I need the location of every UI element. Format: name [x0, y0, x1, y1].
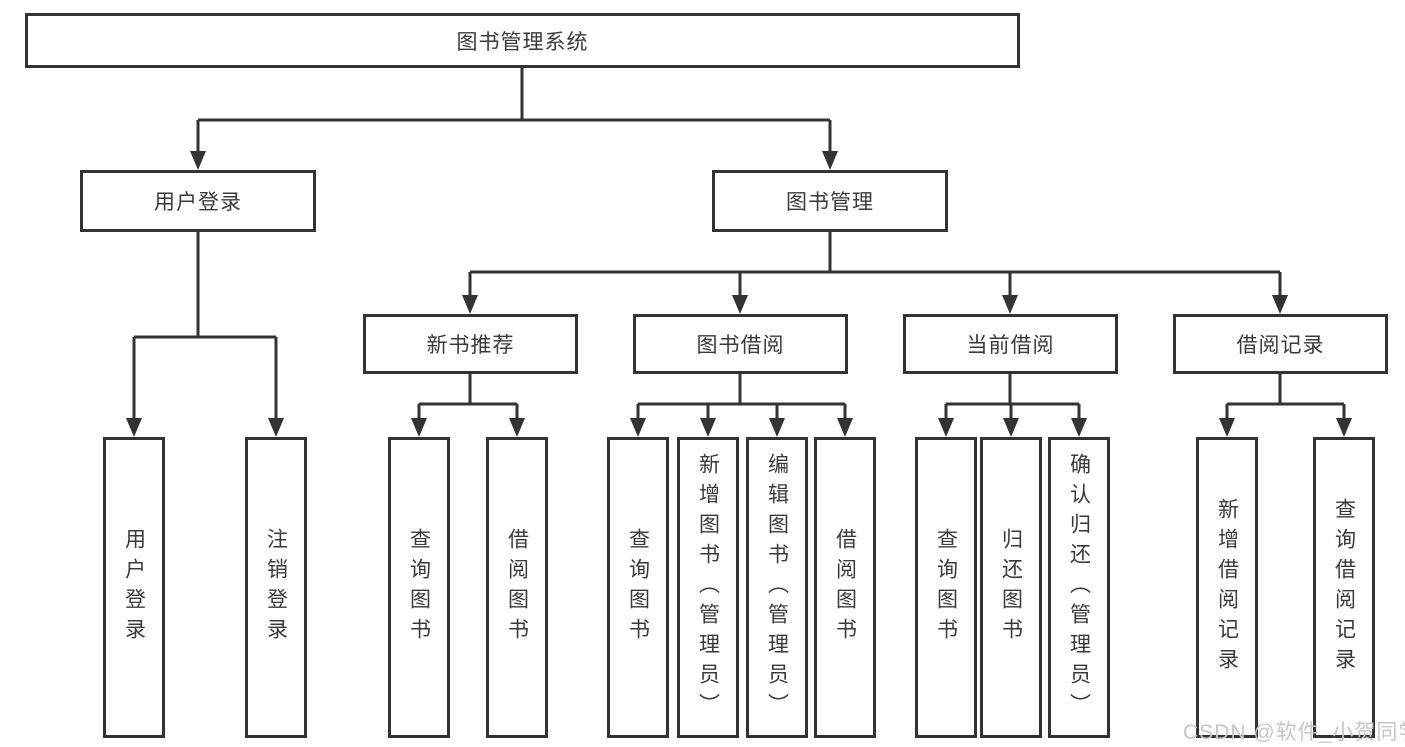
watermark: CSDN @软件_小贺同学: [1183, 721, 1405, 744]
leaf-query-books-borrowing-label: 查询图书: [626, 527, 650, 648]
node-user-login: 用户登录: [80, 170, 316, 232]
leaf-add-borrow-record-label: 新增借阅记录: [1215, 497, 1239, 678]
leaf-borrow-books-borrowing-label: 借阅图书: [833, 527, 857, 648]
leaf-return-books-label: 归还图书: [999, 527, 1023, 648]
node-current-borrowing-label: 当前借阅: [966, 334, 1055, 357]
node-borrowing-records-label: 借阅记录: [1236, 334, 1325, 357]
leaf-query-books-newrec: 查询图书: [388, 437, 450, 738]
node-book-management-label: 图书管理: [786, 191, 874, 214]
leaf-confirm-return-admin: 确认归还（管理员）: [1048, 437, 1110, 738]
leaf-query-borrow-record: 查询借阅记录: [1313, 437, 1375, 738]
node-new-book-recommend: 新书推荐: [363, 314, 578, 374]
node-borrowing-records: 借阅记录: [1173, 314, 1388, 374]
leaf-borrow-books-borrowing: 借阅图书: [814, 437, 876, 738]
leaf-query-books-newrec-label: 查询图书: [407, 527, 431, 648]
leaf-return-books: 归还图书: [980, 437, 1042, 738]
node-book-borrowing: 图书借阅: [633, 314, 848, 374]
leaf-edit-book-admin: 编辑图书（管理员）: [746, 437, 808, 738]
connector-root-to-level2: [190, 68, 838, 170]
connector-current-to-leaves: [938, 374, 1087, 437]
connector-borrowing-to-leaves: [630, 374, 853, 437]
connector-book-mgmt-to-level3: [462, 232, 1288, 314]
leaf-add-book-admin-label: 新增图书（管理员）: [696, 452, 720, 723]
leaf-add-book-admin: 新增图书（管理员）: [677, 437, 739, 738]
leaf-borrow-books-newrec: 借阅图书: [486, 437, 548, 738]
leaf-edit-book-admin-label: 编辑图书（管理员）: [765, 452, 789, 723]
node-current-borrowing: 当前借阅: [903, 314, 1118, 374]
leaf-query-borrow-record-label: 查询借阅记录: [1332, 497, 1356, 678]
leaf-user-login: 用户登录: [103, 437, 165, 738]
node-user-login-label: 用户登录: [154, 191, 242, 214]
leaf-query-books-current-label: 查询图书: [934, 527, 958, 648]
node-root: 图书管理系统: [25, 13, 1020, 68]
connector-user-login-to-leaves: [126, 232, 284, 437]
leaf-add-borrow-record: 新增借阅记录: [1196, 437, 1258, 738]
leaf-user-login-label: 用户登录: [122, 527, 146, 648]
node-book-management: 图书管理: [712, 170, 948, 232]
leaf-logout: 注销登录: [245, 437, 307, 738]
leaf-query-books-current: 查询图书: [915, 437, 977, 738]
node-book-borrowing-label: 图书借阅: [696, 334, 785, 357]
leaf-confirm-return-admin-label: 确认归还（管理员）: [1067, 452, 1091, 723]
leaf-borrow-books-newrec-label: 借阅图书: [505, 527, 529, 648]
connector-records-to-leaves: [1219, 374, 1352, 437]
leaf-query-books-borrowing: 查询图书: [607, 437, 669, 738]
leaf-logout-label: 注销登录: [264, 527, 288, 648]
connector-new-books-to-leaves: [411, 374, 525, 437]
node-root-label: 图书管理系统: [456, 30, 589, 54]
node-new-book-recommend-label: 新书推荐: [426, 334, 515, 357]
